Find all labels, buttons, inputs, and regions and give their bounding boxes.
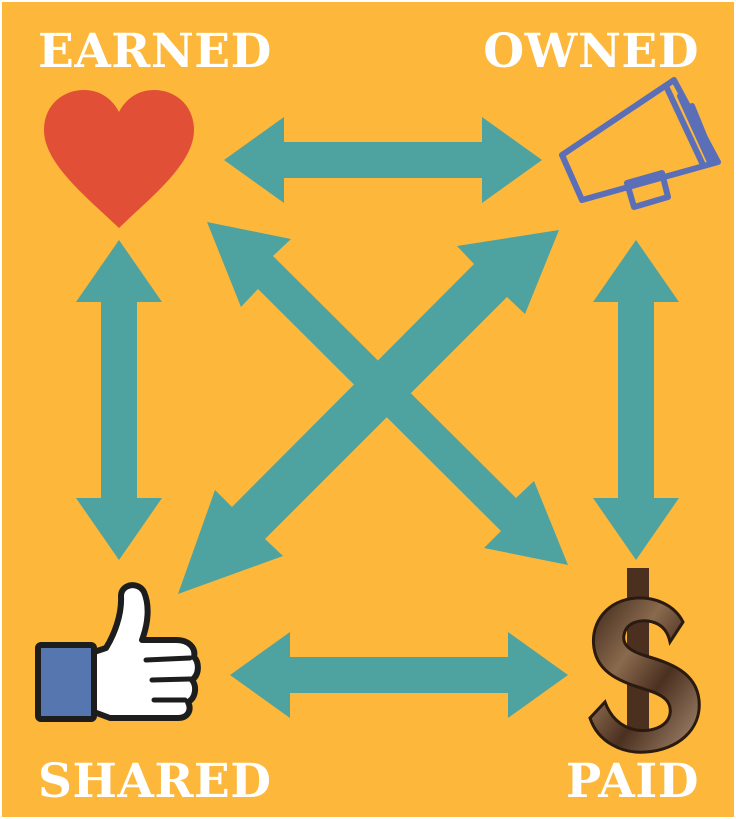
label-owned: OWNED xyxy=(483,24,699,79)
arrow-earned-owned xyxy=(224,117,542,203)
label-paid: PAID xyxy=(565,754,699,809)
arrows xyxy=(76,117,679,718)
arrow-owned-paid xyxy=(593,240,679,560)
arrow-shared-paid xyxy=(230,632,568,718)
label-shared: SHARED xyxy=(38,754,272,809)
thumbs-up-icon xyxy=(35,582,201,722)
dollar-sign-icon xyxy=(588,568,701,754)
label-earned: EARNED xyxy=(38,24,272,79)
heart-icon xyxy=(44,90,194,228)
arrow-earned-shared xyxy=(76,240,162,560)
arrow-owned-shared xyxy=(178,230,559,594)
megaphone-icon xyxy=(559,77,721,210)
